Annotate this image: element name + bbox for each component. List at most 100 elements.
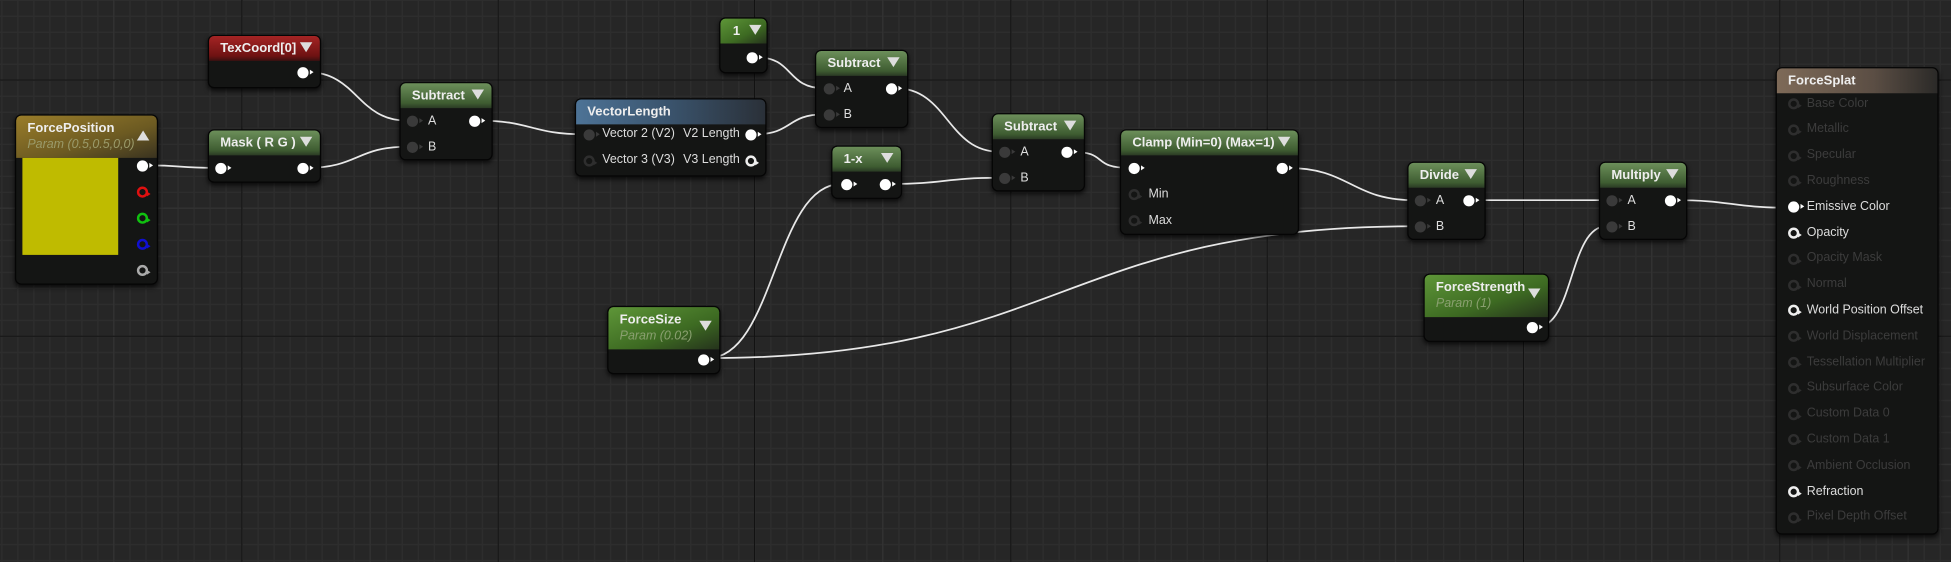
input-pin-a[interactable] <box>999 146 1016 158</box>
wire-force_size-out-to-divide-b[interactable] <box>708 225 1415 359</box>
input-pin-specular[interactable] <box>1788 149 1802 162</box>
output-pin[interactable] <box>879 179 896 191</box>
pin-label-b: B <box>1435 220 1445 234</box>
input-pin[interactable] <box>841 179 858 191</box>
wire-multiply-out-to-force_splat-emissive[interactable] <box>1674 199 1789 209</box>
input-pin-min[interactable] <box>1128 188 1143 201</box>
output-pin[interactable] <box>1061 146 1078 158</box>
input-pin-world-displacement[interactable] <box>1788 330 1802 343</box>
output-pin-v2-length[interactable] <box>745 129 762 141</box>
pin-label: Emissive Color <box>1806 199 1890 214</box>
subtract-node-1[interactable]: Subtract A B <box>399 82 493 161</box>
input-pin-max[interactable] <box>1128 215 1143 227</box>
mask-node[interactable]: Mask ( R G ) <box>207 129 322 183</box>
output-pin[interactable] <box>1276 162 1293 175</box>
input-pin-custom-data-0[interactable] <box>1788 408 1802 420</box>
input-pin-a[interactable] <box>1414 195 1431 207</box>
collapse-arrow-icon[interactable] <box>1063 120 1077 131</box>
output-pin[interactable] <box>297 162 314 175</box>
wire-subtract1-out-to-vector_length-in1[interactable] <box>479 119 584 136</box>
multiply-node[interactable]: Multiply A B <box>1598 161 1688 240</box>
output-pin[interactable] <box>297 67 314 79</box>
input-pin-custom-data-1[interactable] <box>1788 434 1802 446</box>
output-pin-a[interactable] <box>136 264 151 277</box>
constant-node[interactable]: 1 <box>719 17 768 74</box>
subtract-node-2[interactable]: Subtract A B <box>815 49 909 129</box>
wire-mask-out-to-subtract1-b[interactable] <box>307 145 407 169</box>
output-pin[interactable] <box>885 83 903 95</box>
collapse-arrow-icon[interactable] <box>299 136 313 147</box>
output-pin-v3-length[interactable] <box>745 155 760 167</box>
input-pin-a[interactable] <box>406 115 424 127</box>
pin-label-b: B <box>428 140 437 155</box>
input-pin-b[interactable] <box>1606 221 1623 233</box>
input-pin[interactable] <box>215 162 232 175</box>
pin-label: Normal <box>1806 277 1847 292</box>
collapse-arrow-icon[interactable] <box>699 320 712 331</box>
input-pin-opacity[interactable] <box>1788 227 1802 239</box>
output-pin[interactable] <box>1526 322 1543 334</box>
input-pin-a[interactable] <box>823 83 840 95</box>
input-pin-ambient-occlusion[interactable] <box>1788 460 1802 472</box>
input-pin-b[interactable] <box>823 109 840 121</box>
collapse-arrow-icon[interactable] <box>136 130 150 141</box>
one-minus-node[interactable]: 1-x <box>831 145 903 199</box>
collapse-arrow-icon[interactable] <box>1528 288 1541 299</box>
wire-clamp-out-to-divide-a[interactable] <box>1286 166 1415 202</box>
collapse-arrow-icon[interactable] <box>880 152 894 163</box>
collapse-arrow-icon[interactable] <box>1464 169 1477 180</box>
node-title: Mask ( R G ) <box>220 135 296 151</box>
wire-texcoord-out-to-subtract1-a[interactable] <box>307 71 407 122</box>
input-pin-v2[interactable] <box>583 129 600 141</box>
subtract-node-3[interactable]: Subtract A B <box>991 113 1086 192</box>
input-pin-subsurface-color[interactable] <box>1788 382 1802 394</box>
input-pin-metallic[interactable] <box>1788 124 1802 136</box>
pin-label: Opacity Mask <box>1806 251 1883 266</box>
input-pin-roughness[interactable] <box>1788 175 1802 187</box>
output-pin[interactable] <box>469 115 486 127</box>
collapse-arrow-icon[interactable] <box>1277 136 1291 147</box>
clamp-node[interactable]: Clamp (Min=0) (Max=1) Min Max <box>1119 129 1300 236</box>
output-pin-r[interactable] <box>136 186 151 198</box>
texcoord-node[interactable]: TexCoord[0] <box>207 34 322 89</box>
wire-force_size-out-to-one_minus-in[interactable] <box>708 183 842 359</box>
collapse-arrow-icon[interactable] <box>887 57 900 68</box>
pin-label-a: A <box>1435 193 1445 208</box>
input-pin-refraction[interactable] <box>1788 486 1802 498</box>
wire-one_minus-out-to-subtract3-b[interactable] <box>889 176 1000 185</box>
wire-subtract2-out-to-subtract3-a[interactable] <box>895 87 1000 153</box>
output-pin[interactable] <box>1664 195 1682 207</box>
input-pin-a[interactable] <box>1606 195 1623 207</box>
input-pin-b[interactable] <box>999 172 1016 185</box>
input-pin-tessellation-multiplier[interactable] <box>1788 356 1802 369</box>
collapse-arrow-icon[interactable] <box>471 89 485 100</box>
collapse-arrow-icon[interactable] <box>1666 169 1679 180</box>
output-pin-b[interactable] <box>136 238 151 250</box>
collapse-arrow-icon[interactable] <box>299 42 313 53</box>
input-pin-b[interactable] <box>406 141 424 153</box>
pin-label-b: B <box>843 108 852 122</box>
output-pin-g[interactable] <box>136 212 151 224</box>
output-pin[interactable] <box>698 354 715 366</box>
input-pin-pixel-depth-offset[interactable] <box>1788 512 1802 524</box>
input-pin-world-position-offset[interactable] <box>1788 305 1802 317</box>
node-title: Subtract <box>411 88 465 104</box>
output-pin[interactable] <box>1463 195 1480 207</box>
input-pin-v3[interactable] <box>583 155 598 167</box>
vector-length-node[interactable]: VectorLength Vector 2 (V2) Vector 3 (V3)… <box>574 98 767 177</box>
input-pin-opacity-mask[interactable] <box>1788 253 1802 265</box>
input-pin-base-color[interactable] <box>1788 98 1802 110</box>
input-pin-normal[interactable] <box>1788 279 1802 291</box>
divide-node[interactable]: Divide A B <box>1407 161 1486 240</box>
output-pin[interactable] <box>746 52 763 64</box>
input-pin-b[interactable] <box>1414 221 1431 233</box>
collapse-arrow-icon[interactable] <box>749 24 762 35</box>
output-pin-rgb[interactable] <box>136 160 154 172</box>
input-pin[interactable] <box>1128 162 1145 175</box>
input-pin-emissive-color[interactable] <box>1788 201 1805 213</box>
